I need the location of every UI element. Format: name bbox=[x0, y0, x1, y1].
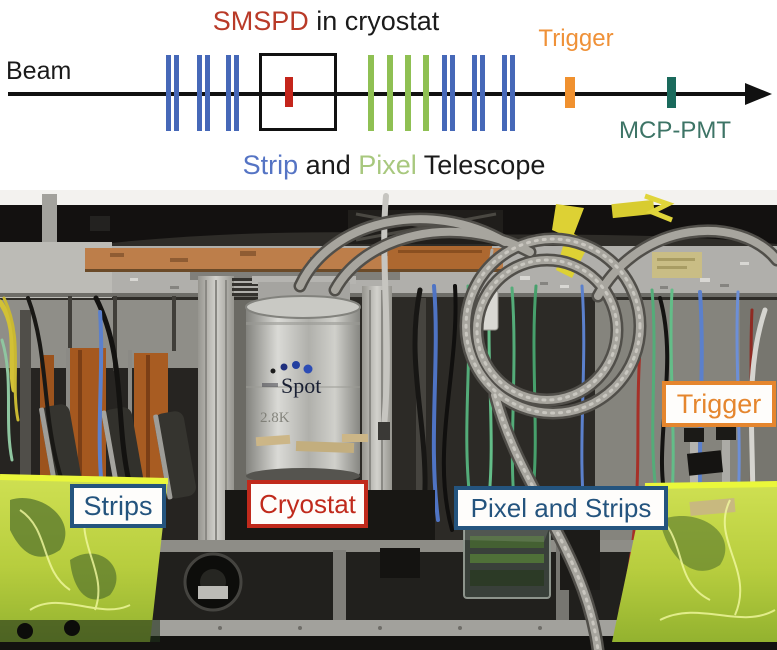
strip-detector bbox=[442, 55, 447, 131]
photo-scene: Spot 2.8K bbox=[0, 190, 777, 650]
photo-label-trigger: Trigger bbox=[662, 381, 776, 427]
pixel-detector bbox=[368, 55, 374, 131]
pixel-enclosure bbox=[463, 525, 551, 599]
rail-sticker bbox=[652, 252, 702, 278]
schematic-title: SMSPD in cryostat bbox=[213, 6, 440, 37]
photo-label-strips: Strips bbox=[70, 484, 166, 528]
smspd-sensor bbox=[285, 77, 293, 107]
beam-arrowhead-icon bbox=[745, 83, 772, 105]
pixel-detector bbox=[405, 55, 411, 131]
pixel-detector bbox=[387, 55, 393, 131]
experiment-photo: Spot 2.8K bbox=[0, 190, 777, 650]
text-part: SMSPD bbox=[212, 6, 309, 36]
strip-detector bbox=[205, 55, 210, 131]
telescope-caption: Strip and Pixel Telescope bbox=[243, 150, 546, 181]
strip-detector bbox=[502, 55, 507, 131]
text-part: Pixel bbox=[358, 150, 417, 180]
cryostat-logo-text: Spot bbox=[281, 373, 321, 398]
mcp-pmt-detector bbox=[667, 77, 676, 108]
text-part: Telescope bbox=[416, 150, 546, 180]
beam-label: Beam bbox=[6, 57, 72, 85]
text-part: and bbox=[298, 150, 359, 180]
bottom-rail bbox=[0, 620, 777, 636]
strip-detector bbox=[472, 55, 477, 131]
beamline-schematic: SMSPD in cryostat Beam Trigger MCP-PMT S… bbox=[0, 0, 777, 190]
strip-detector bbox=[174, 55, 179, 131]
strip-detector bbox=[197, 55, 202, 131]
cryostat-vessel bbox=[246, 306, 360, 476]
trigger-detector bbox=[565, 77, 575, 108]
strip-detector bbox=[226, 55, 231, 131]
photo-label-cryostat: Cryostat bbox=[247, 480, 368, 528]
cryostat-outline-box bbox=[259, 53, 337, 131]
cryostat-temp-text: 2.8K bbox=[260, 410, 290, 426]
strip-detector bbox=[510, 55, 515, 131]
beam-axis-line bbox=[8, 92, 758, 96]
detector-elements bbox=[0, 0, 777, 190]
strip-detector bbox=[450, 55, 455, 131]
pixel-detector bbox=[423, 55, 429, 131]
text-part: in cryostat bbox=[308, 6, 440, 36]
photon-spot-logo: Spot 2.8K bbox=[260, 361, 321, 426]
strip-detector bbox=[166, 55, 171, 131]
strip-detector bbox=[480, 55, 485, 131]
trigger-label: Trigger bbox=[538, 25, 614, 52]
mcp-pmt-label: MCP-PMT bbox=[619, 117, 731, 144]
text-part: Strip bbox=[242, 150, 299, 180]
photo-label-pixel-strips: Pixel and Strips bbox=[454, 486, 668, 530]
strip-detector bbox=[234, 55, 239, 131]
